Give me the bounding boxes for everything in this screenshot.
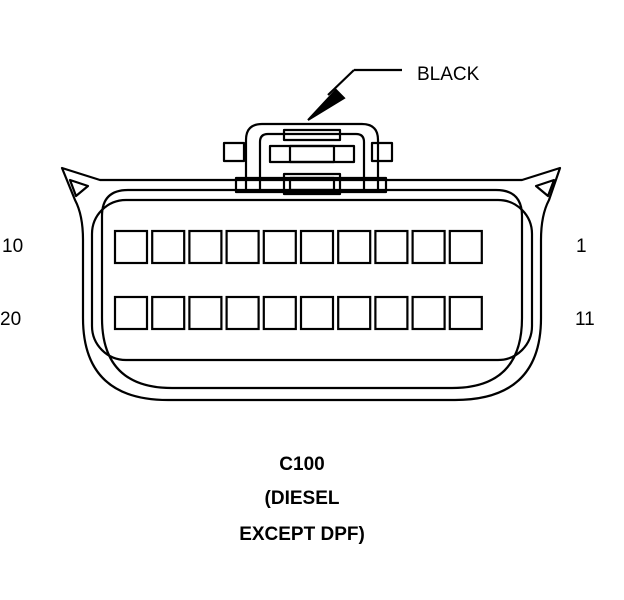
- pin-cavity-4: [337, 229, 372, 265]
- pin-label-bottom-right: 11: [575, 309, 595, 330]
- caption-connector-id: C100: [279, 454, 324, 475]
- pin-cavity-5: [299, 229, 335, 265]
- pin-cavity-11: [448, 295, 483, 331]
- pin-cavity-15: [299, 295, 335, 331]
- pin-cavity-12: [411, 295, 446, 331]
- pin-cavity-14: [337, 295, 372, 331]
- caption-line-3: EXCEPT DPF): [239, 524, 365, 545]
- top-row-cavities: [113, 229, 483, 265]
- pin-cavity-18: [188, 295, 223, 331]
- connector-middle-housing: [100, 188, 524, 390]
- locking-tab: [222, 122, 394, 196]
- caption-line-2: (DIESEL: [265, 488, 340, 509]
- pin-label-top-left: 10: [2, 236, 23, 257]
- pin-cavity-10: [113, 229, 149, 265]
- bottom-row-cavities: [113, 295, 483, 331]
- color-callout-leader: [307, 68, 402, 121]
- pin-cavity-7: [225, 229, 260, 265]
- pin-label-bottom-left: 20: [0, 309, 21, 330]
- connector-outer-housing: [60, 166, 562, 402]
- connector-inner-face: [90, 198, 534, 362]
- pin-cavity-16: [262, 295, 297, 331]
- pin-cavity-6: [262, 229, 297, 265]
- pin-cavity-19: [151, 295, 186, 331]
- pin-cavity-3: [374, 229, 409, 265]
- connector-left-ear: [68, 178, 90, 198]
- pin-cavity-1: [448, 229, 483, 265]
- pin-cavity-17: [225, 295, 260, 331]
- connector-right-ear: [534, 178, 556, 198]
- pin-cavity-13: [374, 295, 409, 331]
- pin-label-top-right: 1: [576, 236, 587, 257]
- pin-cavity-8: [188, 229, 223, 265]
- pin-cavity-9: [151, 229, 186, 265]
- pin-cavity-2: [411, 229, 446, 265]
- pin-cavity-20: [113, 295, 149, 331]
- color-callout-label: BLACK: [417, 64, 480, 85]
